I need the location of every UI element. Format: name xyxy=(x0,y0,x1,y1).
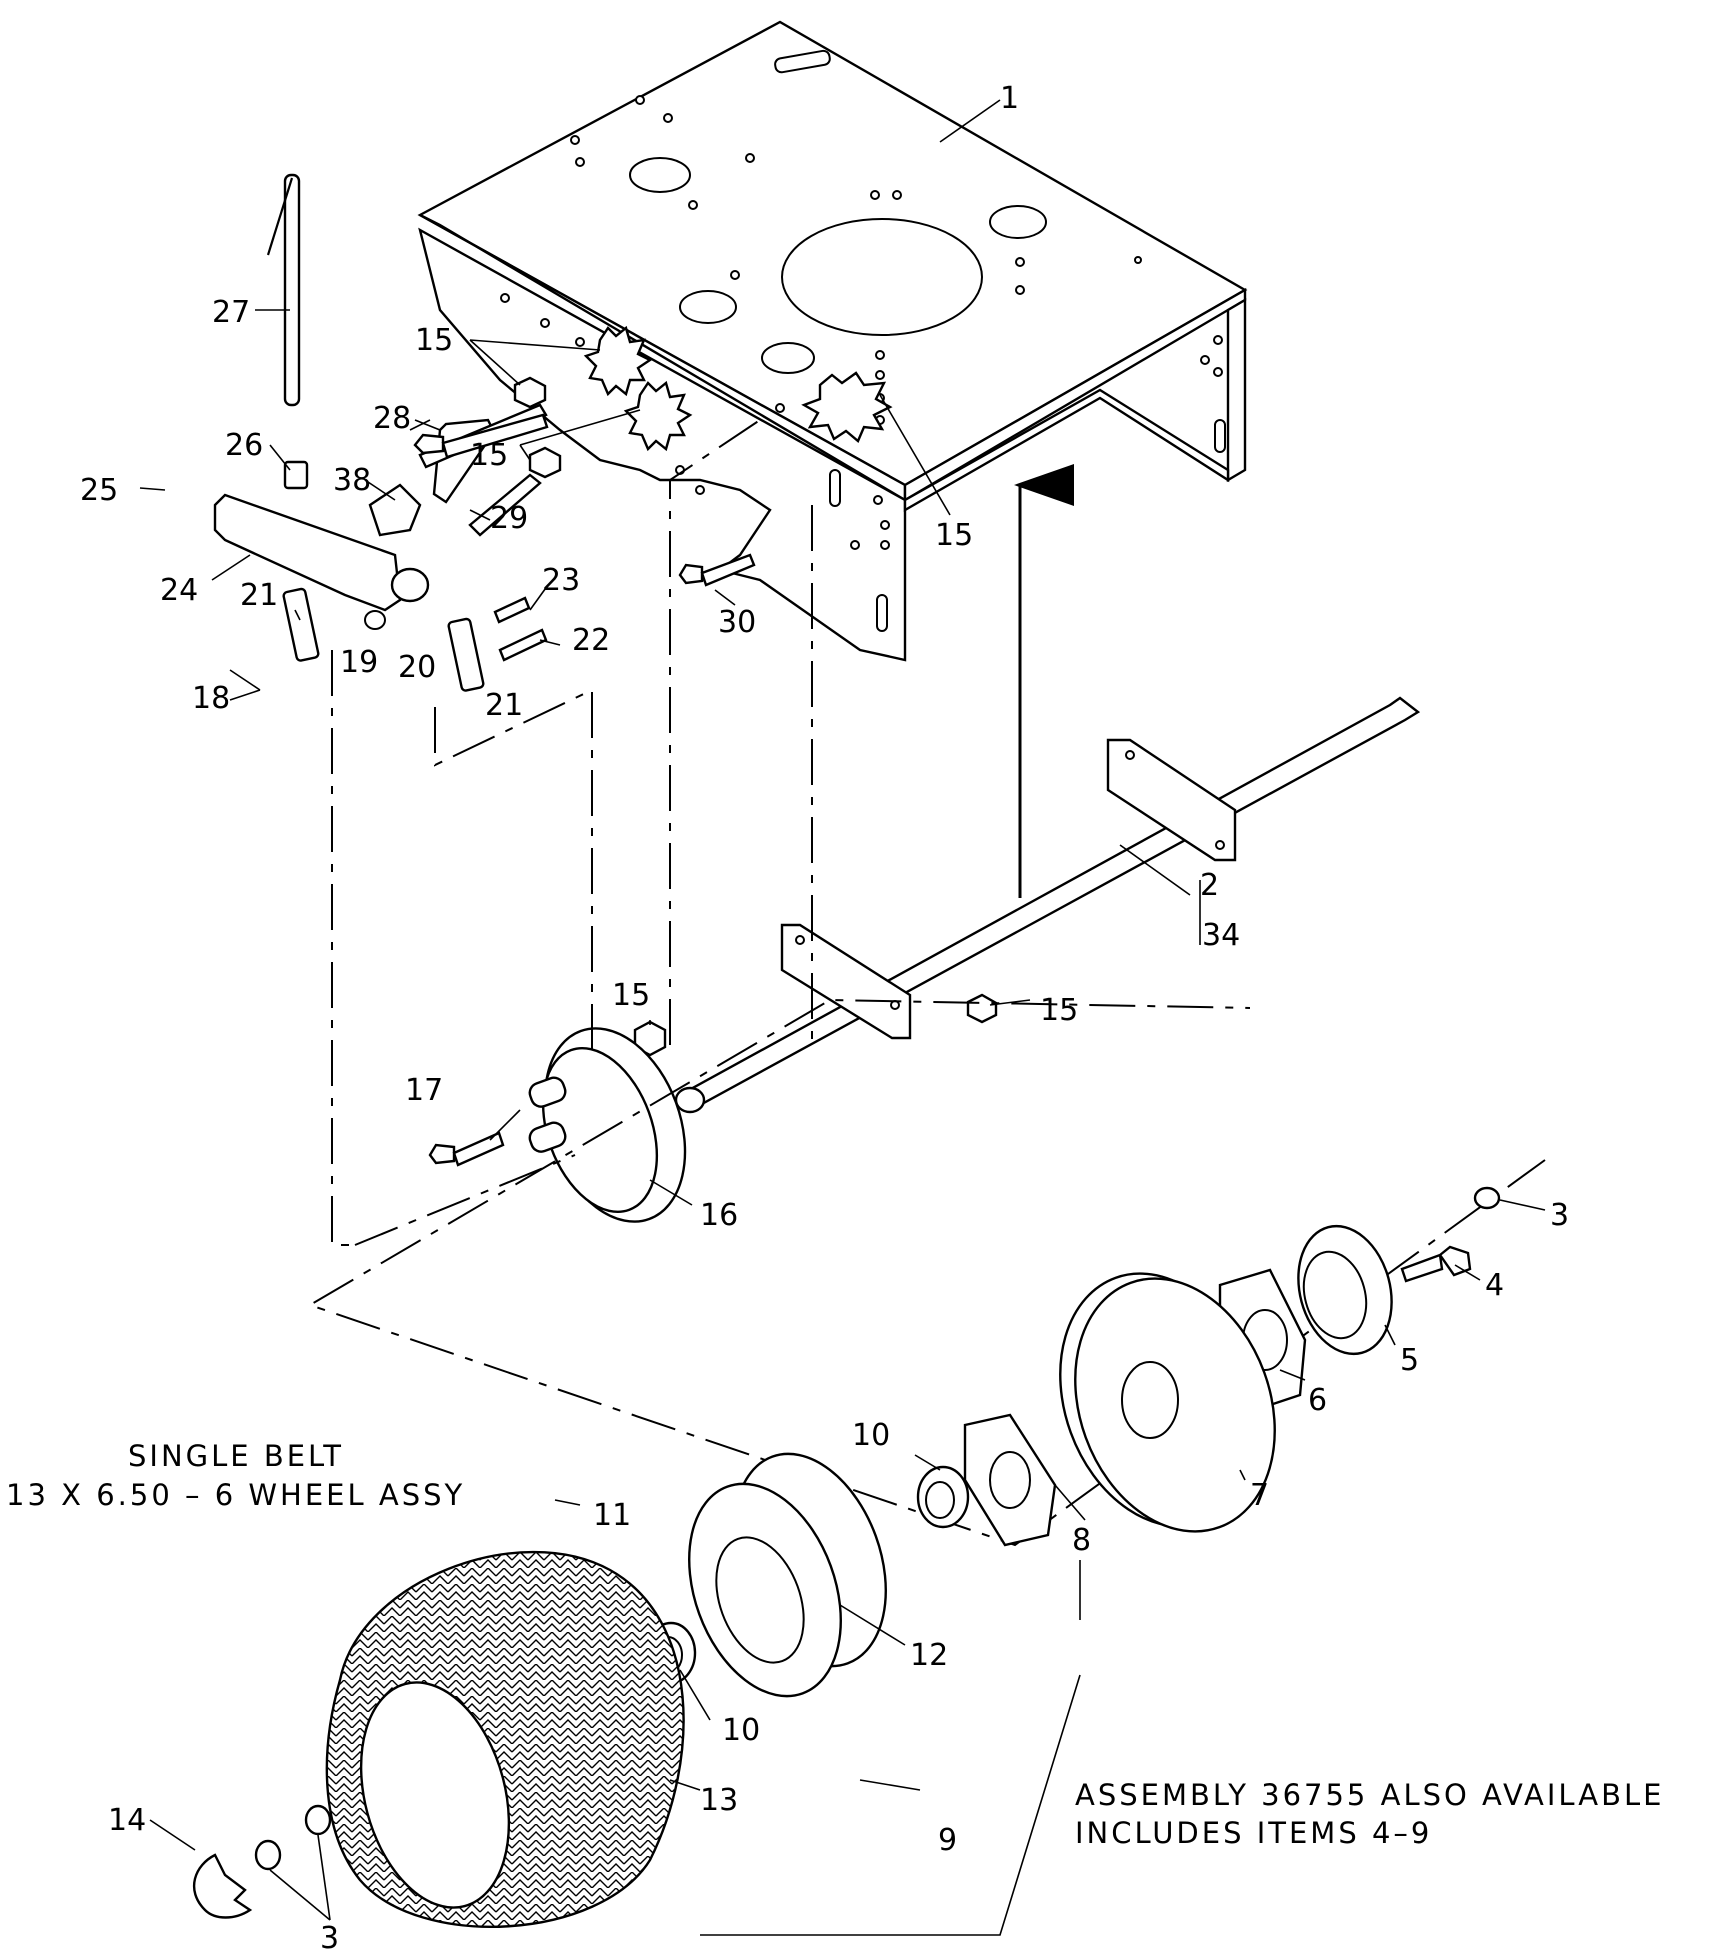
callout-15-d: 15 xyxy=(612,978,650,1013)
callout-15-b: 15 xyxy=(470,438,508,473)
tire xyxy=(325,1550,685,1929)
callout-30: 30 xyxy=(718,605,756,640)
callout-22: 22 xyxy=(572,623,610,658)
notes: SINGLE BELT 13 X 6.50 – 6 WHEEL ASSY ASS… xyxy=(6,1439,1664,1850)
leader-lines xyxy=(139,99,1546,1936)
callout-10-bottom: 10 xyxy=(722,1713,760,1748)
callout-labels: 1 2 34 3 3 4 5 6 7 8 9 10 10 11 12 13 14… xyxy=(80,81,1569,1952)
callout-15-c: 15 xyxy=(935,518,973,553)
callout-9: 9 xyxy=(938,1823,957,1858)
callout-15-e: 15 xyxy=(1040,993,1078,1028)
assembly-lines xyxy=(307,419,1546,1620)
lock-nut xyxy=(513,325,998,1057)
callout-19: 19 xyxy=(340,645,378,680)
callout-34: 34 xyxy=(1202,918,1240,953)
callout-28: 28 xyxy=(373,401,411,436)
callout-14: 14 xyxy=(108,1803,146,1838)
callout-26: 26 xyxy=(225,428,263,463)
callout-6: 6 xyxy=(1308,1383,1327,1418)
callout-4: 4 xyxy=(1485,1268,1504,1303)
callout-17: 17 xyxy=(405,1073,443,1108)
wheel-title-line2: 13 X 6.50 – 6 WHEEL ASSY xyxy=(6,1478,465,1512)
callout-2: 2 xyxy=(1200,868,1219,903)
wheel-parts xyxy=(645,1224,1393,1698)
assembly-note-line1: ASSEMBLY 36755 ALSO AVAILABLE xyxy=(1075,1778,1664,1812)
axle-assembly xyxy=(674,696,1421,1114)
callout-24: 24 xyxy=(160,573,198,608)
bolts xyxy=(413,413,1472,1283)
callout-1: 1 xyxy=(1000,81,1019,116)
wheel-hardware xyxy=(193,1186,1501,1919)
callout-18: 18 xyxy=(192,681,230,716)
callout-15-a: 15 xyxy=(415,323,453,358)
callout-23: 23 xyxy=(542,563,580,598)
callout-7: 7 xyxy=(1250,1478,1269,1513)
callout-13: 13 xyxy=(700,1783,738,1818)
callout-38: 38 xyxy=(333,463,371,498)
callout-16: 16 xyxy=(700,1198,738,1233)
callout-21-b: 21 xyxy=(485,688,523,723)
callout-25: 25 xyxy=(80,473,118,508)
wheel-title-line1: SINGLE BELT xyxy=(128,1439,344,1473)
callout-3: 3 xyxy=(1550,1198,1569,1233)
callout-5: 5 xyxy=(1400,1343,1419,1378)
callout-10-top: 10 xyxy=(852,1418,890,1453)
callout-27: 27 xyxy=(212,295,250,330)
callout-12: 12 xyxy=(910,1638,948,1673)
callout-3-bottom: 3 xyxy=(320,1921,339,1952)
callout-8: 8 xyxy=(1072,1523,1091,1558)
callout-21-a: 21 xyxy=(240,578,278,613)
callout-11: 11 xyxy=(593,1498,631,1533)
brake-lever xyxy=(213,173,548,692)
callout-20: 20 xyxy=(398,650,436,685)
assembly-note-line2: INCLUDES ITEMS 4–9 xyxy=(1075,1816,1432,1850)
callout-29: 29 xyxy=(490,501,528,536)
